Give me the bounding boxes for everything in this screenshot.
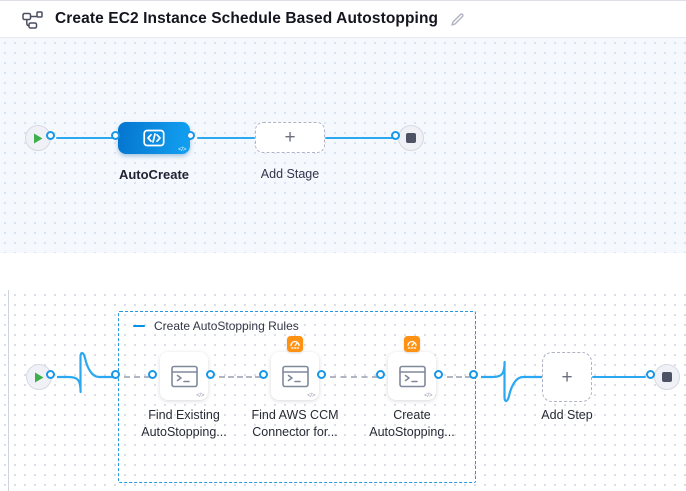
execution-graph-canvas[interactable]: Create AutoStopping Rules </> (0, 290, 686, 491)
stage-in-port (111, 131, 120, 140)
start-out-port (46, 131, 55, 140)
pipeline-end-node (398, 125, 424, 151)
connector-squiggle (57, 351, 118, 394)
pipeline-title: Create EC2 Instance Schedule Based Autos… (55, 10, 439, 27)
conditional-execution-glyph: </> (196, 392, 204, 399)
add-stage-button[interactable]: + (255, 122, 325, 153)
add-stage-label: Add Stage (260, 167, 320, 181)
step-in-port (376, 370, 385, 379)
custom-stage-icon (143, 129, 165, 147)
looping-strategy-badge-icon (404, 336, 420, 352)
gauge-icon (290, 340, 300, 349)
connector-line (56, 137, 118, 139)
step-out-port (317, 370, 326, 379)
step-group-label: Create AutoStopping Rules (154, 319, 299, 333)
shell-script-icon (398, 365, 426, 387)
end-in-port (646, 370, 655, 379)
step-node-create-autostopping[interactable]: </> (388, 352, 436, 400)
connector-line (325, 137, 394, 139)
step-in-port (259, 370, 268, 379)
plus-icon: + (284, 127, 296, 148)
play-icon (35, 372, 44, 382)
stage-graph-canvas[interactable]: </> + AutoCreate Add Stage (0, 38, 686, 253)
stop-icon (662, 372, 672, 382)
step-in-port (148, 370, 157, 379)
step-name-label: Create AutoStopping... (369, 408, 455, 439)
dashed-connector (219, 376, 261, 378)
pipeline-header: Create EC2 Instance Schedule Based Autos… (0, 0, 686, 38)
add-step-label: Add Step (541, 408, 593, 422)
stage-node-autocreate[interactable]: </> (118, 122, 190, 154)
step-name-label: Find AWS CCM Connector for... (251, 408, 339, 439)
shell-script-icon (281, 365, 309, 387)
end-in-port (391, 131, 400, 140)
add-step-button[interactable]: + (542, 352, 592, 402)
conditional-execution-glyph: </> (307, 392, 315, 399)
pipeline-graph-icon (22, 10, 43, 29)
looping-strategy-badge-icon (287, 336, 303, 352)
stop-icon (406, 133, 416, 143)
step-node-find-aws-ccm-connector[interactable]: </> (271, 352, 319, 400)
start-out-port (46, 370, 55, 379)
group-out-port (469, 370, 478, 379)
stage-out-port (186, 131, 195, 140)
step-name-label: Find Existing AutoStopping... (141, 408, 227, 439)
step-group-box[interactable]: Create AutoStopping Rules (118, 311, 476, 483)
step-group-header: Create AutoStopping Rules (133, 319, 299, 333)
execution-end-node (654, 364, 680, 390)
group-in-port (111, 370, 120, 379)
play-icon (34, 133, 43, 143)
gauge-icon (407, 340, 417, 349)
stage-name-label: AutoCreate (118, 167, 190, 182)
shell-script-icon (170, 365, 198, 387)
edit-title-pencil-icon[interactable] (450, 12, 465, 27)
connector-line (592, 376, 646, 378)
step-out-port (434, 370, 443, 379)
conditional-execution-glyph: </> (178, 146, 186, 153)
dashed-connector (447, 376, 471, 378)
step-node-find-existing-autostopping[interactable]: </> (160, 352, 208, 400)
dashed-connector (124, 376, 150, 378)
canvas-edge-divider (8, 290, 9, 491)
connector-squiggle (481, 360, 542, 403)
step-out-port (206, 370, 215, 379)
dashed-connector (330, 376, 378, 378)
plus-icon: + (561, 366, 573, 388)
conditional-execution-glyph: </> (424, 392, 432, 399)
connector-line (197, 137, 255, 139)
collapse-group-icon[interactable] (133, 324, 145, 328)
